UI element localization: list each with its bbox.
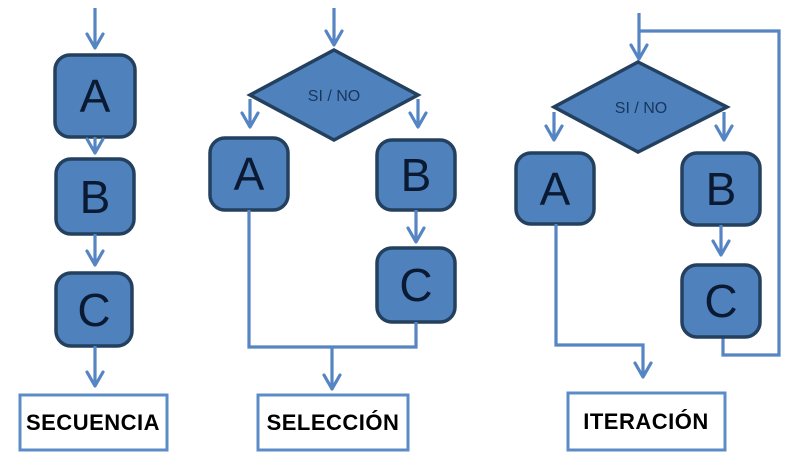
sel-caption: SELECCIÓN [267,410,400,435]
iter-node-c-label: C [704,275,737,327]
seq-node-c-label: C [77,284,110,336]
iter-decision-label: SI / NO [615,100,667,117]
sel-node-b-label: B [401,149,432,201]
seq-node-b-label: B [80,171,111,223]
iter-caption-box [566,391,727,452]
sel-decision-diamond [246,48,422,142]
seq-node-a-label: A [80,70,111,122]
sel-node-c-label: C [399,259,432,311]
iter-exit-arrow [554,224,653,379]
iter-node-b-label: B [706,163,737,215]
iter-caption: ITERACIÓN [583,409,709,434]
iter-decision-diamond [550,60,731,154]
seq-caption-box [18,393,169,452]
sel-node-a-label: A [234,148,265,200]
iter-node-a-label: A [540,163,571,215]
seq-caption: SECUENCIA [26,410,160,435]
diagram-seleccion: SI / NO A B C SELECCIÓN [208,8,457,452]
sel-decision-label: SI / NO [308,88,360,105]
iter-node-c [680,263,762,339]
iter-feedback-loop-line [639,29,781,357]
diagram-secuencia: A B C SECUENCIA [18,8,169,452]
diagram-iteracion: SI / NO A B C ITERACIÓN [514,13,781,452]
sel-caption-box [256,393,410,452]
